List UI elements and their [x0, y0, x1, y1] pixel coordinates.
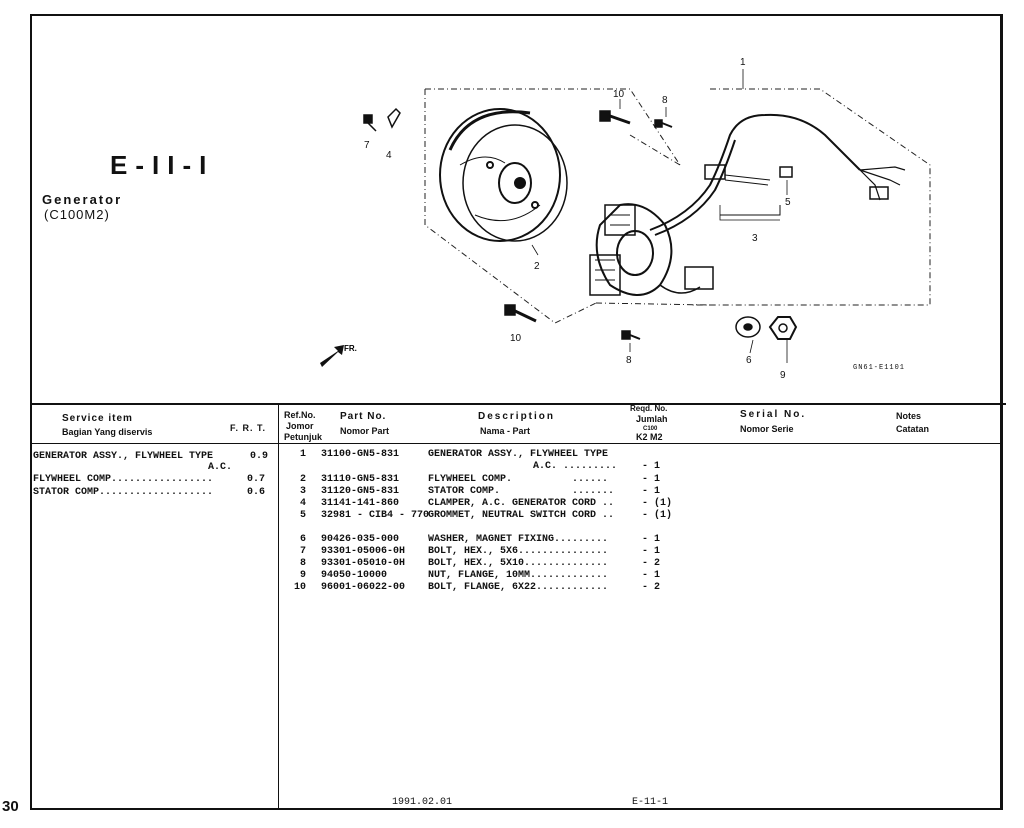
service-row-item: GENERATOR ASSY., FLYWHEEL TYPE: [33, 451, 214, 462]
service-row-item: FLYWHEEL COMP.................: [33, 474, 214, 485]
part-quantity: - (1): [642, 510, 673, 521]
page-title: Generator: [42, 192, 123, 207]
diagram-boundary: [424, 88, 931, 324]
callout-3: 3: [752, 233, 758, 244]
header-description-sub: Nama - Part: [480, 426, 531, 436]
part-description: BOLT, HEX., 5X6...............: [428, 546, 609, 557]
header-part-no: Part No.: [340, 411, 387, 422]
part-description: STATOR COMP. .......: [428, 486, 615, 497]
part-ref-no: 2: [300, 474, 307, 485]
part-ref-no: 9: [300, 570, 307, 581]
part-quantity: - 1: [642, 461, 661, 472]
callout-2: 2: [534, 261, 540, 272]
service-row-frt: 0.9: [250, 451, 269, 462]
part-number: 90426-035-000: [321, 534, 400, 545]
part-ref-no: 1: [300, 449, 307, 460]
part-number: 31100-GN5-831: [321, 449, 400, 460]
part-quantity: - 1: [642, 546, 661, 557]
diagram-divider: [30, 403, 1006, 405]
page-frame: [30, 14, 1003, 810]
service-row-frt: 0.6: [247, 487, 266, 498]
header-reqd-sub1: Jumlah: [636, 414, 668, 424]
page-number: 30: [2, 798, 19, 815]
wire-harness: [649, 113, 906, 236]
header-serial-sub: Nomor Serie: [740, 424, 794, 434]
header-service-item-sub: Bagian Yang diservis: [62, 427, 153, 437]
callout-8b: 8: [626, 355, 632, 366]
callout-leaders: [531, 69, 788, 363]
part-quantity: - 1: [642, 486, 661, 497]
header-reqd-sub3: K2 M2: [636, 432, 663, 442]
part-number: 94050-10000: [321, 570, 388, 581]
part-description: CLAMPER, A.C. GENERATOR CORD ..: [428, 498, 615, 509]
generator-exploded-diagram: FR. 1 2 3 4 5 6 7 8 9 10 8 10: [320, 57, 931, 381]
flywheel-part: [439, 108, 568, 242]
callout-10: 10: [613, 89, 625, 100]
diagram-code: GN61-E1101: [853, 364, 906, 372]
header-serial: Serial No.: [740, 409, 807, 420]
header-reqd: Reqd. No.: [630, 404, 668, 413]
part-ref-no: 6: [300, 534, 307, 545]
callout-8: 8: [662, 95, 668, 106]
callout-10b: 10: [510, 333, 522, 344]
column-divider: [278, 403, 279, 810]
header-service-item: Service item: [62, 413, 133, 424]
part-number: 32981 - CIB4 - 770: [321, 510, 430, 521]
callout-7: 7: [364, 140, 370, 151]
part-description: BOLT, HEX., 5X10..............: [428, 558, 609, 569]
callout-5: 5: [785, 197, 791, 208]
callout-numbers: 1 2 3 4 5 6 7 8 9 10 8 10: [364, 57, 791, 381]
front-marker-label: FR.: [344, 344, 357, 353]
part-description: FLYWHEEL COMP. ......: [428, 474, 609, 485]
header-frt: F. R. T.: [230, 423, 267, 433]
service-row-item-cont: A.C.: [208, 462, 233, 473]
model-code: (C100M2): [44, 207, 110, 222]
header-ref-sub1: Jomor: [286, 421, 314, 431]
part-quantity: - 2: [642, 558, 661, 569]
callout-6: 6: [746, 355, 752, 366]
part-description: GENERATOR ASSY., FLYWHEEL TYPE: [428, 449, 609, 460]
part-number: 31141-141-860: [321, 498, 400, 509]
part-quantity: - 1: [642, 534, 661, 545]
part-ref-no: 7: [300, 546, 307, 557]
part-description: GROMMET, NEUTRAL SWITCH CORD ..: [428, 510, 615, 521]
part-number: 96001-06022-00: [321, 582, 406, 593]
part-ref-no: 10: [294, 582, 307, 593]
part-ref-no: 3: [300, 486, 307, 497]
header-part-no-sub: Nomor Part: [340, 426, 390, 436]
part-number: 93301-05010-0H: [321, 558, 406, 569]
part-description: BOLT, FLANGE, 6X22............: [428, 582, 609, 593]
part-quantity: - 1: [642, 570, 661, 581]
part-number: 93301-05006-0H: [321, 546, 406, 557]
hardware-parts: [363, 107, 798, 340]
part-quantity: - (1): [642, 498, 673, 509]
part-ref-no: 4: [300, 498, 307, 509]
footer-code: E-11-1: [632, 797, 669, 808]
callout-4: 4: [386, 150, 392, 161]
footer-date: 1991.02.01: [392, 797, 453, 808]
part-quantity: - 2: [642, 582, 661, 593]
callout-9: 9: [780, 370, 786, 381]
front-arrow-icon: FR.: [320, 344, 357, 367]
service-row-frt: 0.7: [247, 474, 266, 485]
part-description-cont: A.C. .........: [533, 461, 618, 472]
header-ref-sub2: Petunjuk: [284, 432, 323, 442]
header-reqd-sub2: C100: [643, 426, 658, 432]
service-row-item: STATOR COMP...................: [33, 487, 214, 498]
header-notes: Notes: [896, 411, 922, 421]
part-description: WASHER, MAGNET FIXING.........: [428, 534, 609, 545]
stator-part: [589, 203, 714, 296]
header-description: Description: [478, 411, 556, 422]
callout-1: 1: [740, 57, 746, 68]
part-number: 31110-GN5-831: [321, 474, 400, 485]
part-ref-no: 5: [300, 510, 307, 521]
part-ref-no: 8: [300, 558, 307, 569]
header-ref: Ref.No.: [284, 410, 316, 420]
part-number: 31120-GN5-831: [321, 486, 400, 497]
part-description: NUT, FLANGE, 10MM.............: [428, 570, 609, 581]
part-quantity: - 1: [642, 474, 661, 485]
header-notes-sub: Catatan: [896, 424, 930, 434]
header-divider: [30, 443, 1003, 444]
section-code: E-II-I: [110, 150, 215, 180]
